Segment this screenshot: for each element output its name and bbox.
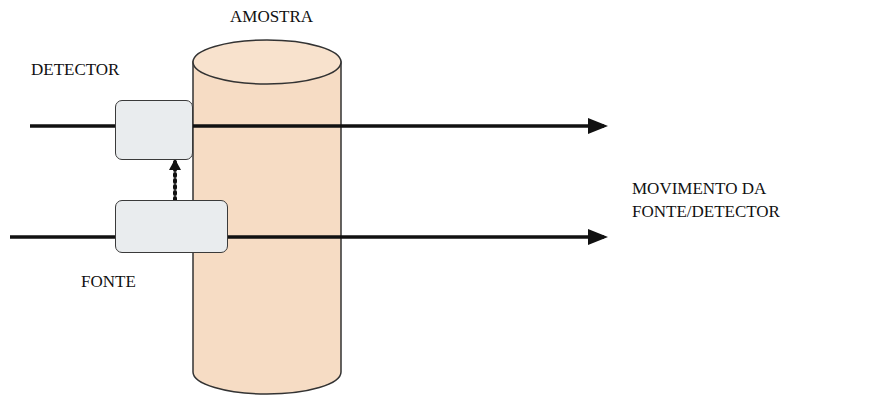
node-heading: DETECTOR	[31, 59, 119, 82]
motion-arrowhead	[588, 229, 608, 245]
motion-arrowhead	[588, 118, 608, 134]
motion-label: MOVIMENTO DA FONTE/DETECTOR	[632, 178, 872, 224]
sample-top	[193, 40, 341, 84]
motion-arrow	[10, 235, 604, 239]
fonte-box: FONTE	[115, 200, 228, 253]
radiation-path	[173, 160, 177, 200]
node-heading: FONTE	[81, 271, 136, 294]
sample-label: AMOSTRA	[230, 6, 313, 29]
detector-box: DETECTOR	[115, 100, 193, 160]
